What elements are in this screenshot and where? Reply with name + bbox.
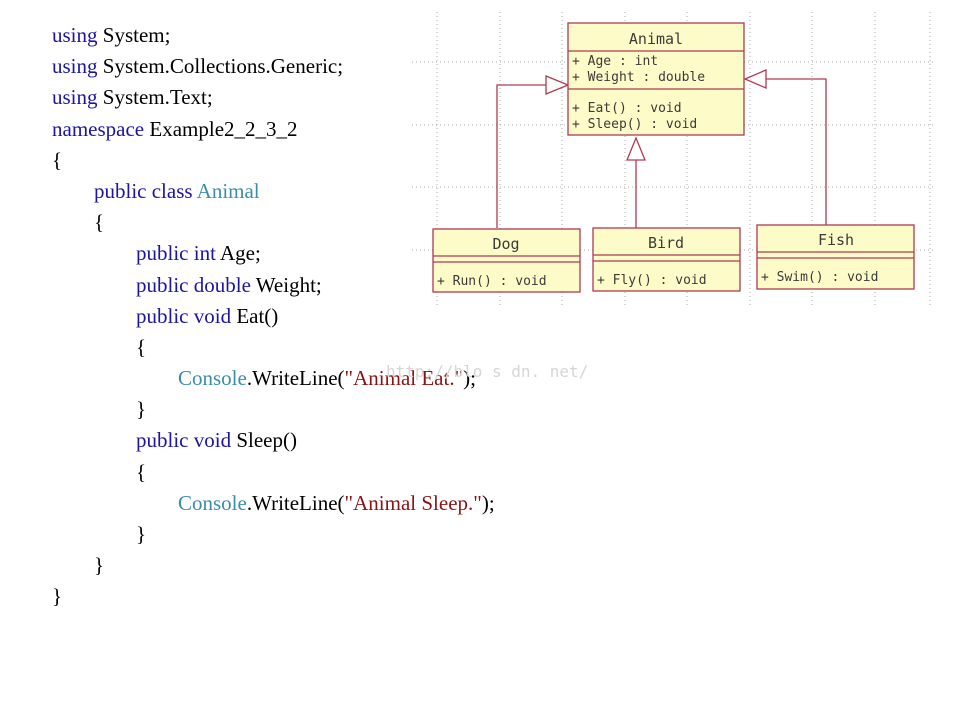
class-animal-name: Animal (629, 30, 683, 48)
code-line: { (52, 457, 495, 488)
class-animal-attr: + Age : int (572, 54, 658, 69)
inheritance-arrowheads (545, 69, 767, 161)
code-line: public double Weight; (52, 270, 495, 301)
code-line: } (52, 519, 495, 550)
code-token: Example2_2_3_2 (144, 116, 298, 141)
code-line: public void Sleep() (52, 425, 495, 456)
code-line: public void Eat() (52, 301, 495, 332)
class-bird-op: + Fly() : void (597, 273, 707, 288)
code-token: Animal (196, 178, 260, 203)
class-bird[interactable]: Bird + Fly() : void (592, 227, 741, 292)
class-dog-name: Dog (492, 235, 519, 253)
code-token: public class (94, 178, 193, 203)
code-line: { (52, 332, 495, 363)
code-token: { (52, 459, 147, 484)
fish-to-animal-connector (766, 78, 827, 225)
code-token: { (52, 147, 63, 172)
code-line: { (52, 145, 495, 176)
class-dog-op: + Run() : void (437, 274, 547, 289)
code-token: { (52, 210, 105, 235)
inheritance-connectors (496, 78, 827, 228)
code-line: } (52, 581, 495, 612)
code-token: ); (481, 490, 495, 515)
class-bird-name: Bird (648, 234, 684, 252)
code-token: } (52, 584, 63, 609)
code-token: Console (178, 490, 247, 515)
code-token: "Animal Eat." (344, 366, 464, 391)
code-token: Eat() (231, 303, 279, 328)
code-line: using System; (52, 20, 495, 51)
code-line: using System.Text; (52, 82, 495, 113)
code-line: } (52, 550, 495, 581)
dog-to-animal-connector (496, 84, 546, 228)
code-token: public int (136, 241, 216, 266)
code-line: using System.Collections.Generic; (52, 51, 495, 82)
code-line: Console.WriteLine("Animal Sleep."); (52, 488, 495, 519)
code-token: public void (136, 303, 232, 328)
class-fish[interactable]: Fish + Swim() : void (756, 224, 915, 290)
code-token: } (52, 522, 147, 546)
code-token: Console (178, 366, 247, 391)
code-token: .WriteLine( (246, 366, 345, 391)
code-token: ); (463, 366, 476, 391)
code-line: public class Animal (52, 176, 495, 207)
code-token: using (52, 23, 98, 47)
code-token: using (52, 85, 98, 110)
code-token: System.Collections.Generic; (97, 54, 344, 79)
class-animal-op: + Eat() : void (572, 101, 682, 116)
code-token: Age; (215, 241, 261, 266)
code-token: public void (136, 428, 232, 453)
class-animal-op: + Sleep() : void (572, 117, 697, 132)
code-token: "Animal Sleep." (344, 490, 482, 515)
code-token: .WriteLine( (246, 490, 345, 515)
code-token: System.Text; (97, 85, 213, 110)
code-token: namespace (52, 116, 145, 141)
code-token: } (52, 553, 105, 578)
code-token: public double (136, 272, 251, 297)
code-listing: using System;using System.Collections.Ge… (52, 20, 495, 613)
code-token: Weight; (250, 272, 322, 297)
class-animal-attr: + Weight : double (572, 70, 705, 85)
code-token: } (52, 397, 147, 422)
watermark: http://blo s dn. net/ (386, 362, 588, 381)
dog-arrowhead (545, 75, 570, 95)
code-line: namespace Example2_2_3_2 (52, 114, 495, 145)
fish-arrowhead (743, 69, 767, 89)
code-line: } (52, 394, 495, 425)
class-fish-name: Fish (818, 231, 854, 249)
code-line: Console.WriteLine("Animal Eat."); (52, 363, 495, 394)
class-animal[interactable]: Animal + Age : int + Weight : double + E… (567, 22, 745, 136)
code-token: Sleep() (231, 428, 297, 453)
bird-arrowhead (626, 136, 646, 161)
code-line: { (52, 207, 495, 238)
code-token: { (52, 334, 147, 359)
code-token: System; (97, 23, 171, 47)
code-token: using (52, 54, 98, 79)
class-dog[interactable]: Dog + Run() : void (432, 228, 581, 293)
code-line: public int Age; (52, 238, 495, 269)
class-fish-op: + Swim() : void (761, 270, 878, 285)
